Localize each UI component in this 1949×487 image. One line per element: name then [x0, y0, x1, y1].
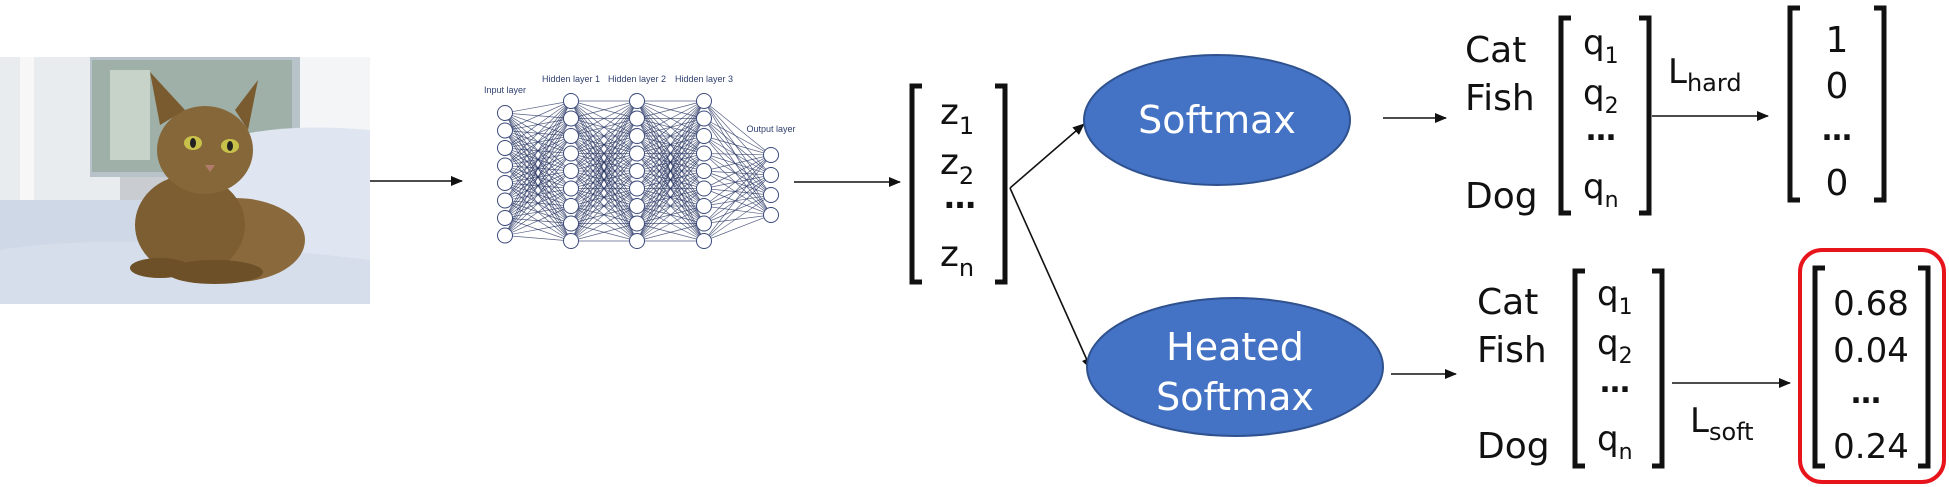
softmax-node: Softmax	[1083, 54, 1351, 186]
bottom-q-vector: q1 q2 … qn	[1572, 268, 1665, 469]
hard-target-dots: …	[1822, 113, 1852, 148]
soft-target-vector: 0.68 0.04 … 0.24	[1798, 248, 1946, 484]
neuron-node	[763, 187, 779, 203]
soft-target-2: 0.04	[1833, 331, 1909, 371]
bottom-q-dots: …	[1600, 365, 1630, 400]
loss-soft-label: Lsoft	[1690, 401, 1754, 446]
neuron-node	[696, 110, 712, 127]
neuron-node	[497, 122, 513, 139]
logit-vector: z1 z2 … zn	[909, 83, 1008, 285]
neuron-node	[563, 233, 579, 249]
logit-z1: z1	[940, 92, 974, 140]
input-layer-label: Input layer	[484, 85, 526, 95]
logit-z2: z2	[940, 142, 974, 190]
logit-dots: …	[944, 178, 976, 216]
top-class-dog: Dog	[1465, 176, 1538, 217]
neuron-node	[563, 145, 579, 162]
bottom-q2: q2	[1597, 323, 1633, 369]
neuron-node	[497, 175, 513, 191]
neuron-node	[629, 128, 645, 144]
neural-network: Input layer Hidden layer 1 Hidden layer …	[484, 74, 796, 249]
heated-label-line1: Heated	[1166, 325, 1304, 369]
neuron-node	[763, 207, 779, 223]
arrow-logits-to-softmax	[1009, 123, 1085, 189]
logit-zn: zn	[940, 234, 974, 282]
soft-target-dots: …	[1851, 376, 1881, 411]
softmax-label: Softmax	[1138, 98, 1296, 142]
neuron-node	[563, 93, 579, 109]
bottom-qn: qn	[1597, 419, 1633, 465]
hard-target-2: 0	[1826, 66, 1849, 107]
network-connections	[504, 100, 772, 242]
hard-target-n: 0	[1826, 163, 1849, 204]
loss-hard-label: Lhard	[1668, 52, 1742, 97]
neuron-node	[629, 145, 645, 162]
neuron-node	[629, 180, 645, 197]
neuron-node	[563, 180, 579, 197]
arrow-logits-to-heated-softmax	[1009, 187, 1092, 370]
neuron-node	[696, 163, 712, 179]
neuron-node	[763, 167, 779, 183]
hard-target-vector: 1 0 … 0	[1787, 5, 1887, 204]
hard-target-1: 1	[1826, 20, 1849, 61]
neuron-node	[696, 198, 712, 214]
cat-photo	[0, 57, 370, 304]
neuron-node	[497, 227, 513, 244]
neuron-node	[563, 163, 579, 179]
heated-label-line2: Softmax	[1156, 375, 1314, 419]
top-q-dots: …	[1586, 113, 1616, 148]
neuron-node	[563, 128, 579, 144]
hidden-layer-1-label: Hidden layer 1	[542, 74, 600, 84]
neuron-node	[629, 215, 645, 232]
hidden-layer-3-label: Hidden layer 3	[675, 74, 733, 84]
neuron-node	[497, 157, 513, 174]
bottom-class-cat: Cat	[1477, 282, 1538, 323]
heated-softmax-node: Heated Softmax	[1086, 297, 1384, 437]
neuron-node	[563, 110, 579, 127]
bottom-class-labels: Cat Fish Dog	[1477, 282, 1550, 467]
neuron-node	[497, 105, 513, 121]
neuron-node	[629, 110, 645, 127]
neuron-node	[696, 215, 712, 232]
neuron-node	[497, 140, 513, 156]
bottom-class-fish: Fish	[1477, 330, 1547, 371]
hidden-layer-2-label: Hidden layer 2	[608, 74, 666, 84]
neuron-node	[563, 215, 579, 232]
neuron-node	[629, 163, 645, 179]
logit-left-bracket	[909, 83, 922, 285]
soft-target-1: 0.68	[1833, 284, 1909, 324]
top-q2: q2	[1583, 73, 1619, 119]
soft-target-n: 0.24	[1833, 427, 1909, 467]
top-class-fish: Fish	[1465, 78, 1535, 119]
neuron-node	[629, 233, 645, 249]
neuron-node	[696, 145, 712, 162]
bottom-q1: q1	[1597, 274, 1633, 320]
soft-target-highlight	[1798, 248, 1946, 484]
neuron-node	[497, 210, 513, 226]
neuron-node	[563, 198, 579, 214]
top-class-cat: Cat	[1465, 30, 1526, 71]
neuron-node	[696, 233, 712, 249]
top-class-labels: Cat Fish Dog	[1465, 30, 1538, 217]
top-q-vector: q1 q2 … qn	[1558, 15, 1652, 216]
neuron-node	[497, 192, 513, 209]
top-qn: qn	[1583, 167, 1619, 213]
logit-right-bracket	[995, 83, 1008, 285]
neuron-node	[629, 93, 645, 109]
neuron-node	[696, 93, 712, 109]
neuron-node	[763, 147, 779, 163]
bottom-class-dog: Dog	[1477, 426, 1550, 467]
neuron-node	[629, 198, 645, 214]
neuron-node	[696, 128, 712, 144]
neuron-node	[696, 180, 712, 197]
output-layer-label: Output layer	[746, 124, 795, 134]
top-q1: q1	[1583, 23, 1619, 69]
